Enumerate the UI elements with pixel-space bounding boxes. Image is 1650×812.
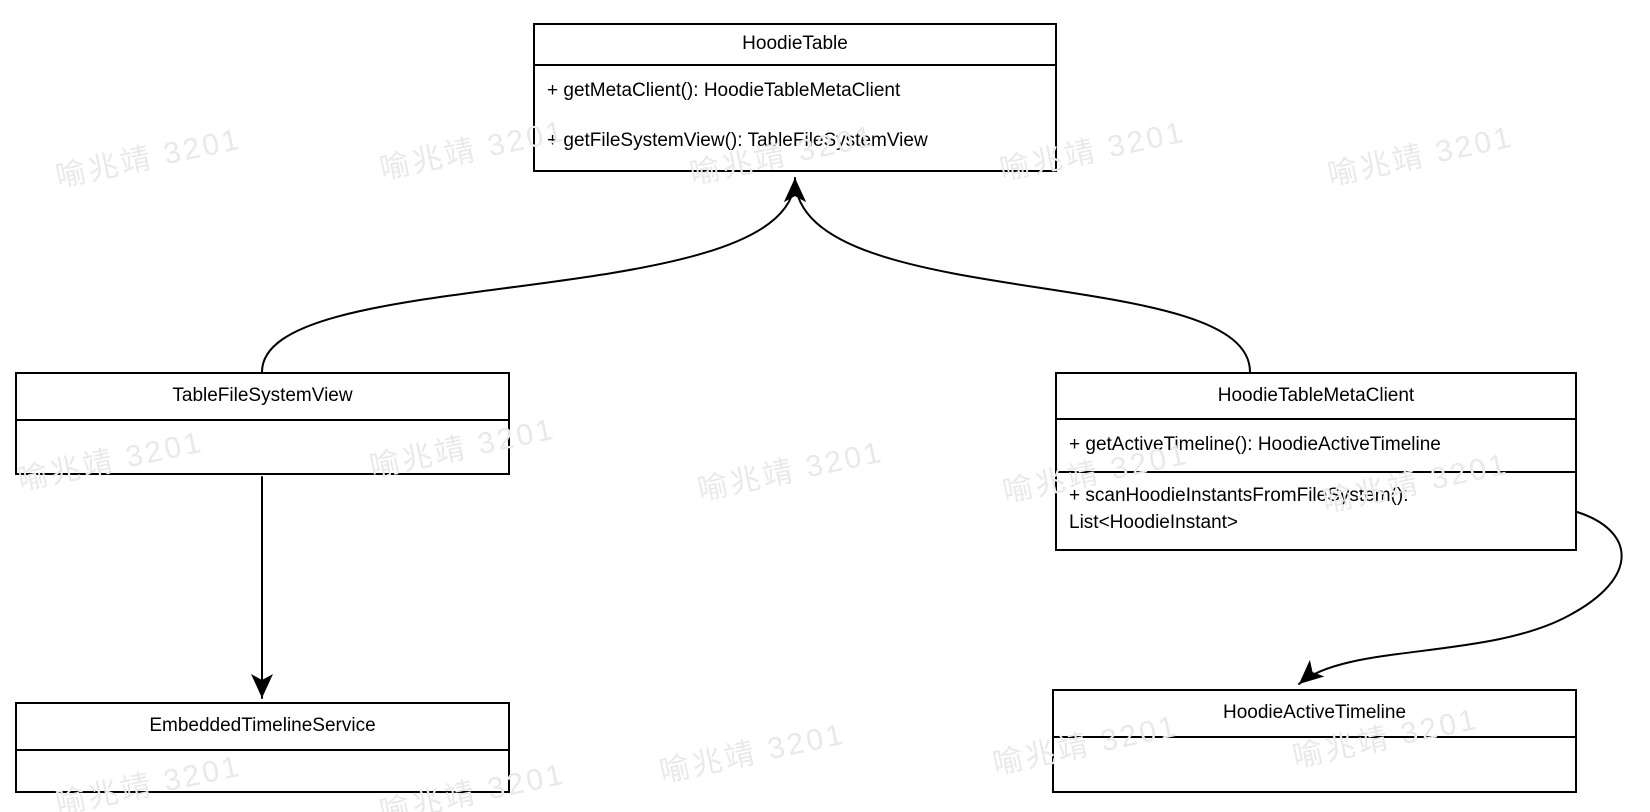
class-title: HoodieActiveTimeline [1054, 691, 1575, 738]
edge-hoodietablemetaclient-to-hoodieactivetimeline [1298, 511, 1623, 685]
class-hoodie-table[interactable]: HoodieTable + getMetaClient(): HoodieTab… [533, 23, 1057, 172]
class-empty-compartment [17, 751, 508, 789]
method-label: + scanHoodieInstantsFromFileSystem(): [1069, 485, 1409, 506]
method-label: + getMetaClient(): HoodieTableMetaClient [547, 80, 901, 101]
class-methods-compartment: + getActiveTimeline(): HoodieActiveTimel… [1057, 420, 1575, 471]
edge-hoodietablemetaclient-to-hoodietable [784, 177, 1251, 373]
class-empty-compartment [17, 421, 508, 469]
class-title: EmbeddedTimelineService [17, 704, 508, 751]
class-title: TableFileSystemView [17, 374, 508, 421]
method-label: + getActiveTimeline(): HoodieActiveTimel… [1069, 434, 1441, 456]
class-title: HoodieTable [535, 25, 1055, 66]
method-label: + getFileSystemView(): TableFileSystemVi… [547, 129, 928, 151]
method-label: List<HoodieInstant> [1069, 512, 1239, 533]
edge-tablefilesystemview-to-hoodietable [261, 177, 806, 373]
class-title: HoodieTableMetaClient [1057, 374, 1575, 420]
class-embedded-timeline-service[interactable]: EmbeddedTimelineService [15, 702, 510, 793]
class-empty-compartment [1054, 738, 1575, 787]
class-methods-compartment: + scanHoodieInstantsFromFileSystem(): Li… [1057, 471, 1575, 536]
class-hoodie-active-timeline[interactable]: HoodieActiveTimeline [1052, 689, 1577, 793]
class-table-file-system-view[interactable]: TableFileSystemView [15, 372, 510, 475]
class-hoodie-table-meta-client[interactable]: HoodieTableMetaClient + getActiveTimelin… [1055, 372, 1577, 551]
class-methods-compartment: + getMetaClient(): HoodieTableMetaClient… [535, 80, 1055, 153]
